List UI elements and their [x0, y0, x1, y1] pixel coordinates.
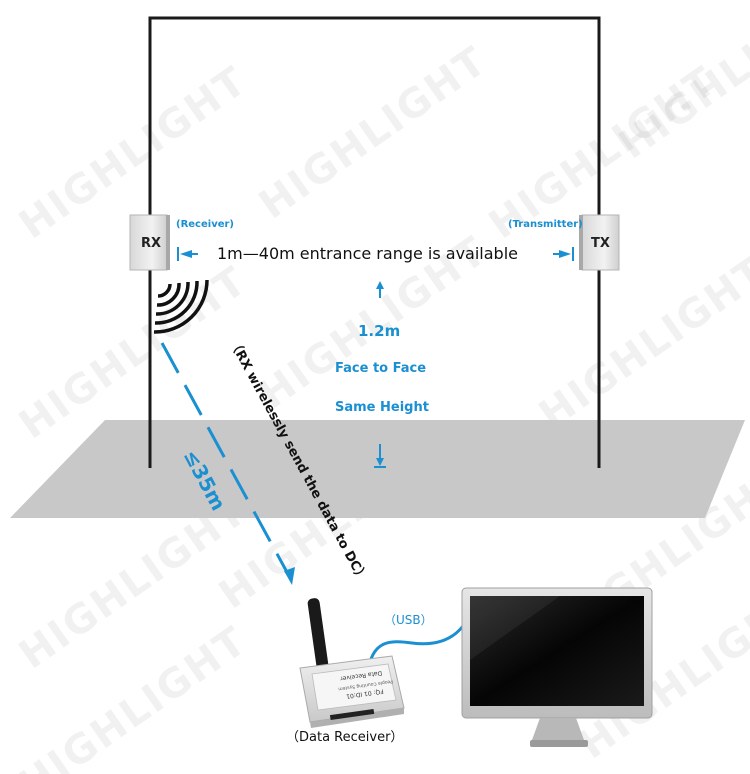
- floor-plane: [10, 420, 745, 518]
- monitor-icon: [461, 587, 653, 747]
- same-height-label: Same Height: [335, 400, 429, 415]
- tx-label: TX: [591, 236, 610, 251]
- wireless-signal-icon: [153, 279, 209, 334]
- receiver-label: (Receiver): [176, 219, 234, 230]
- transmitter-label: (Transmitter): [508, 219, 583, 230]
- data-receiver-device: [299, 598, 405, 728]
- range-arrows: [177, 247, 574, 261]
- height-value-label: 1.2m: [358, 322, 401, 340]
- rx-sensor: [129, 214, 170, 271]
- transmission-line: [160, 342, 290, 575]
- range-label: 1m—40m entrance range is available: [217, 244, 518, 263]
- data-receiver-label: （Data Receiver）: [286, 730, 404, 745]
- transmission-arrowhead: [284, 567, 295, 585]
- rx-label: RX: [141, 236, 162, 251]
- height-arrows: [374, 281, 386, 468]
- tx-sensor: [579, 214, 620, 271]
- face-to-face-label: Face to Face: [335, 361, 427, 376]
- usb-label: （USB）: [384, 613, 433, 627]
- usb-cable: [366, 625, 465, 673]
